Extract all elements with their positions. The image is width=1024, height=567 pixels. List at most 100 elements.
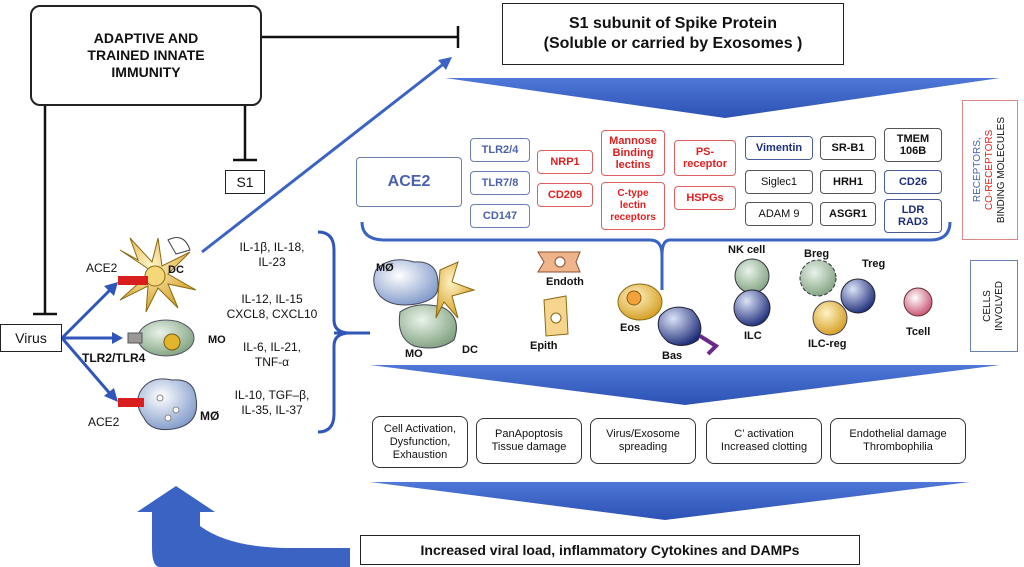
outcome-endothelial-damage: Endothelial damage Thrombophilia [830,418,966,464]
receptor-vimentin: Vimentin [745,136,813,160]
down-arrows [370,78,1000,520]
cell-label-nk: NK cell [728,244,766,256]
tlr-label: TLR2/TLR4 [82,351,146,365]
cell-label-mo: MO [405,348,423,360]
receptor-adam9-label: ADAM 9 [758,208,800,220]
outcome-cell-activation-text: Cell Activation, Dysfunction, Exhaustion [383,422,457,461]
receptor-cd147: CD147 [470,204,530,228]
left-ace2-bottom-label: ACE2 [88,415,120,429]
left-ace2-top-label: ACE2 [86,261,118,275]
spike-title-line1: S1 subunit of Spike Protein [568,15,778,32]
left-macrophage-label: MØ [200,409,220,423]
bottom-summary-box: Increased viral load, inflammatory Cytok… [360,535,860,565]
virus-arrows [60,282,123,402]
ace2-receptor-box: ACE2 [356,157,462,207]
bottom-summary-text: Increased viral load, inflammatory Cytok… [420,542,800,558]
cytokines-group-3: IL-6, IL-21, TNF-α [242,340,302,369]
cell-label-tcell: Tcell [906,326,931,338]
receptor-mannose-label: Mannose Binding lectins [609,135,657,171]
cell-label-ilc: ILC [744,330,762,342]
virus-box: Virus [0,324,62,352]
virus-label: Virus [15,330,47,346]
receptor-ldrrad3-label: LDR RAD3 [898,204,928,228]
receptor-mannose: Mannose Binding lectins [601,130,665,176]
receptor-siglec1-label: Siglec1 [760,176,798,188]
outcome-virus-spreading-text: Virus/Exosome spreading [606,428,680,453]
immunity-box-text: ADAPTIVE AND TRAINED INNATE IMMUNITY [87,30,205,80]
receptor-hrh1-label: HRH1 [833,176,863,188]
receptor-srb1-label: SR-B1 [831,142,865,154]
outcome-panapoptosis: PanApoptosis Tissue damage [476,418,582,464]
cells-side-box: CELLS INVOLVED [970,260,1018,352]
left-mo-cell [127,319,195,357]
receptor-ldrrad3: LDR RAD3 [884,199,942,233]
receptor-tlr78: TLR7/8 [470,171,530,195]
receptor-adam9: ADAM 9 [745,202,813,226]
outcome-c-activation-text: C’ activation Increased clotting [720,428,808,453]
dc-to-spike-arrow [201,57,452,254]
receptor-tlr24-label: TLR2/4 [481,144,519,156]
immunity-box: ADAPTIVE AND TRAINED INNATE IMMUNITY [30,5,262,106]
side-receptors-line1: RECEPTORS, [972,137,983,203]
receptor-hspgs: HSPGs [674,186,736,210]
side-receptors-line3: BINDING MOLECULES [996,116,1007,224]
cell-label-dc: DC [462,344,478,356]
left-macrophage-cell [118,378,198,431]
receptor-ctype: C-type lectin receptors [601,182,665,230]
feedback-arrow [137,486,350,567]
receptor-srb1: SR-B1 [820,136,876,160]
left-mo-label: MO [208,334,226,346]
receptor-cd26: CD26 [884,170,942,194]
spike-title-box: S1 subunit of Spike Protein (Soluble or … [502,3,844,65]
cell-label-epith: Epith [530,340,558,352]
receptor-tmem106b-label: TMEM 106B [896,133,930,157]
outcome-virus-spreading: Virus/Exosome spreading [590,418,696,464]
cell-label-endoth: Endoth [546,276,584,288]
cell-label-eos: Eos [620,322,641,334]
receptor-ps-label: PS- receptor [682,146,728,170]
receptor-asgr1: ASGR1 [820,202,876,226]
receptor-cd209-label: CD209 [547,189,583,201]
receptor-bracket [360,221,952,290]
receptor-ctype-label: C-type lectin receptors [610,188,656,223]
outcome-c-activation: C’ activation Increased clotting [706,418,822,464]
s1-label: S1 [236,174,254,190]
receptor-siglec1: Siglec1 [745,170,813,194]
spike-title-line2: (Soluble or carried by Exosomes ) [543,35,803,52]
receptor-hspgs-label: HSPGs [686,192,724,204]
receptor-cd209: CD209 [537,183,593,207]
receptor-tmem106b: TMEM 106B [884,128,942,162]
cells-row-graphics [373,251,933,356]
inhibition-lines [33,26,460,316]
receptor-nrp1: NRP1 [537,150,593,174]
receptor-vimentin-label: Vimentin [755,142,803,154]
cytokines-group-1: IL-1β, IL-18, IL-23 [239,240,305,269]
receptor-tlr24: TLR2/4 [470,138,530,162]
cell-label-treg: Treg [862,258,886,270]
receptors-side-box: RECEPTORS, CO-RECEPTORS BINDING MOLECULE… [962,100,1018,240]
left-dc-label: DC [168,264,184,276]
outcome-panapoptosis-text: PanApoptosis Tissue damage [491,428,567,453]
cell-label-bas: Bas [662,350,683,362]
cell-label-mphi: MØ [376,262,394,274]
cell-label-ilcreg: ILC-reg [808,338,847,350]
outcome-cell-activation: Cell Activation, Dysfunction, Exhaustion [372,416,468,468]
receptor-cd147-label: CD147 [482,210,518,222]
cytokines-group-2: IL-12, IL-15 CXCL8, CXCL10 [226,292,318,321]
ace2-receptor-label: ACE2 [387,173,431,190]
cytokines-group-4: IL-10, TGF–β, IL-35, IL-37 [234,388,310,417]
side-receptors-line2: CO-RECEPTORS [984,129,995,211]
outcome-endothelial-damage-text: Endothelial damage Thrombophilia [849,428,947,453]
receptor-nrp1-label: NRP1 [550,156,580,168]
cytokine-bracket [317,230,370,434]
receptor-hrh1: HRH1 [820,170,876,194]
receptor-cd26-label: CD26 [898,176,928,188]
s1-box: S1 [225,170,265,194]
receptor-asgr1-label: ASGR1 [829,208,867,220]
side-cells-label: CELLS INVOLVED [982,281,1005,331]
receptor-tlr78-label: TLR7/8 [481,177,519,189]
left-dc-cell [118,237,197,313]
receptor-ps: PS- receptor [674,140,736,176]
cell-label-breg: Breg [804,248,830,260]
